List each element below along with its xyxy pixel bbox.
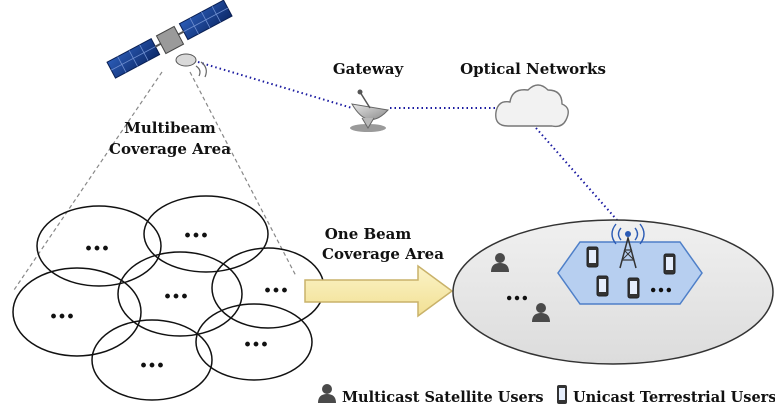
link-optical-tower: [535, 127, 625, 229]
phone-icon: [596, 275, 609, 297]
ellipsis: …: [183, 214, 209, 244]
beam-cell: [91, 319, 213, 401]
optical-network-cloud-icon: [495, 84, 569, 128]
beam-cell: [12, 267, 142, 357]
satellite-icon: [106, 0, 233, 79]
coverage-cone-right: [189, 71, 297, 277]
legend-person-icon: [318, 384, 336, 403]
beam-cell: [143, 195, 269, 273]
ellipsis: …: [243, 323, 269, 353]
person-icon: [532, 303, 550, 322]
one-beam-label-line2: Coverage Area: [322, 245, 444, 263]
phone-icon: [663, 253, 676, 275]
legend-multicast-label: Multicast Satellite Users: [342, 389, 544, 406]
link-satellite-gateway: [197, 61, 353, 109]
zoom-arrow-icon: [304, 264, 454, 318]
legend-phone-icon: [557, 385, 567, 404]
ellipsis: …: [84, 227, 110, 257]
phone-icon: [627, 277, 640, 299]
ellipsis: …: [263, 269, 289, 299]
multibeam-label-line2: Coverage Area: [109, 140, 231, 158]
coverage-cone-left: [13, 71, 163, 291]
optical-networks-label: Optical Networks: [460, 60, 606, 78]
unicast-user-phones: [586, 246, 676, 299]
legend: Multicast Satellite Users Unicast Terres…: [318, 384, 775, 406]
legend-unicast-label: Unicast Terrestrial Users: [573, 389, 775, 406]
person-icon: [491, 253, 509, 272]
beam-cell: [36, 205, 162, 287]
beam-cell-dots: … … … … … … …: [49, 214, 289, 374]
gateway-dish-icon: [350, 89, 389, 132]
terrestrial-ellipsis: …: [649, 269, 673, 298]
gateway-label: Gateway: [333, 60, 405, 78]
ellipsis: …: [139, 344, 165, 374]
satellite-users-ellipsis: …: [505, 277, 529, 306]
beam-cell: [117, 251, 243, 337]
multibeam-label-line1: Multibeam: [124, 119, 216, 137]
one-beam-label-line1: One Beam: [325, 225, 412, 243]
ellipsis: …: [163, 275, 189, 305]
phone-icon: [586, 246, 599, 268]
ellipsis: …: [49, 295, 75, 325]
cell-tower-icon: [611, 223, 645, 269]
multicast-users: [491, 253, 550, 322]
beam-cell: [195, 303, 313, 381]
